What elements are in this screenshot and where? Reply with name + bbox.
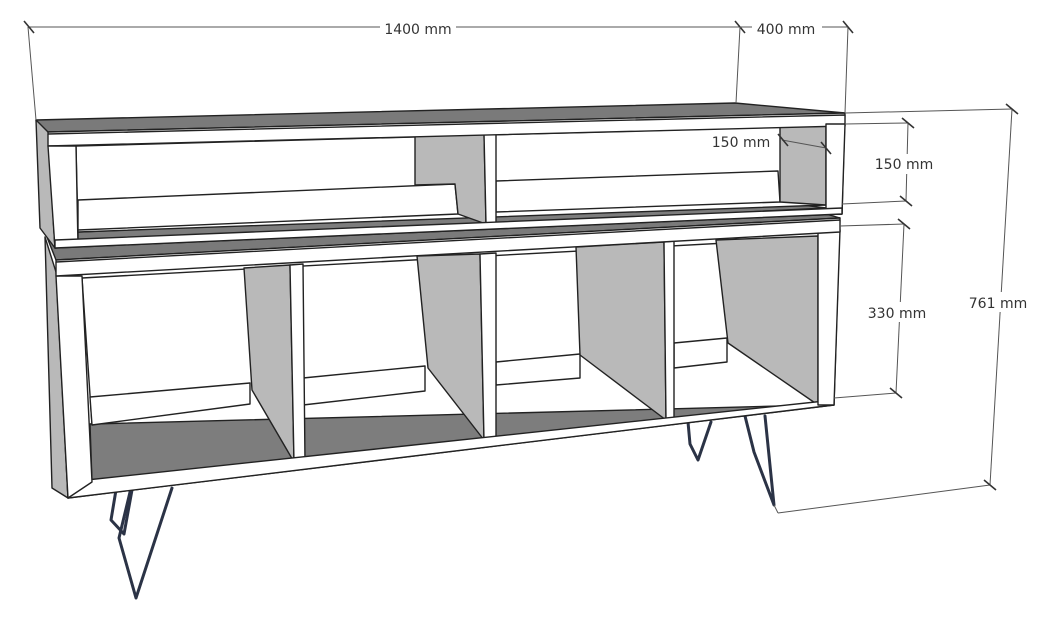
upper-section <box>35 102 846 249</box>
dimension-lines: 1400 mm 400 mm 761 mm 150 mm 150 mm <box>23 18 1032 514</box>
height-dimension-label: 761 mm <box>969 296 1027 312</box>
upper-right-post <box>825 123 846 215</box>
hairpin-legs <box>109 414 776 600</box>
lower-shelf-height-label: 330 mm <box>868 306 926 322</box>
upper-bottom-rail <box>54 207 843 249</box>
lower-right-post <box>817 229 841 406</box>
lower-left-post <box>55 275 93 499</box>
lower-section <box>44 213 841 499</box>
leg-rear-right <box>686 420 713 462</box>
upper-shelf-depth-label: 150 mm <box>712 135 770 151</box>
leg-front-right <box>743 414 776 507</box>
lower-top-band <box>55 219 841 277</box>
upper-divider-front <box>483 132 497 225</box>
divider-3-front <box>663 240 675 421</box>
lower-rail-4 <box>673 337 728 369</box>
depth-dimension-label: 400 mm <box>757 22 815 38</box>
upper-right-inner-side <box>779 124 827 206</box>
leg-front-left <box>117 486 174 600</box>
width-dimension-label: 1400 mm <box>384 22 451 38</box>
lower-rail-1 <box>89 382 251 426</box>
upper-shelf-height-label: 150 mm <box>875 157 933 173</box>
leg-rear-left <box>109 488 134 536</box>
